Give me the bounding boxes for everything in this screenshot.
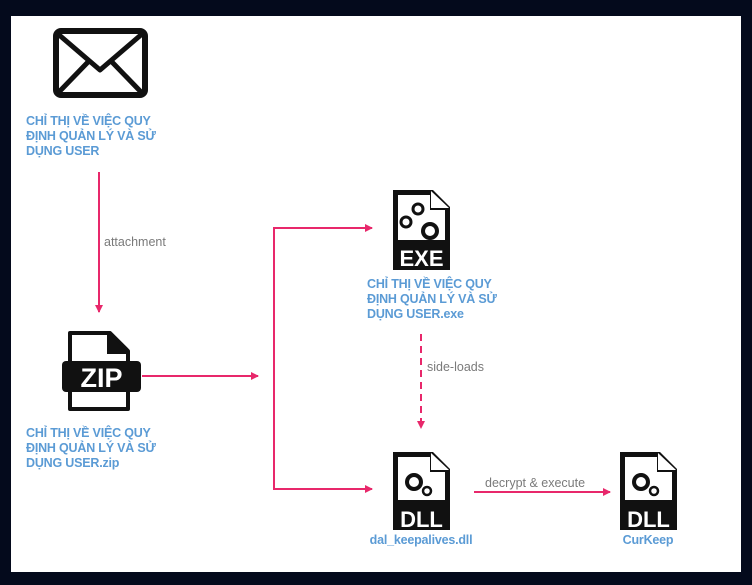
exe-label: CHỈ THỊ VỀ VIỆC QUY ĐỊNH QUẢN LÝ VÀ SỬ D… bbox=[367, 277, 497, 322]
envelope-icon bbox=[53, 28, 148, 98]
label-line: CHỈ THỊ VỀ VIỆC QUY bbox=[26, 426, 151, 440]
zip-label: CHỈ THỊ VỀ VIỆC QUY ĐỊNH QUẢN LÝ VÀ SỬ D… bbox=[26, 426, 156, 471]
zip-icon-text: ZIP bbox=[80, 363, 122, 393]
label-line: CurKeep bbox=[622, 533, 674, 547]
label-line: ĐỊNH QUẢN LÝ VÀ SỬ bbox=[26, 441, 156, 455]
label-line: ĐỊNH QUẢN LÝ VÀ SỬ bbox=[26, 129, 156, 143]
label-line: CHỈ THỊ VỀ VIỆC QUY bbox=[26, 114, 151, 128]
label-line: ĐỊNH QUẢN LÝ VÀ SỬ bbox=[367, 292, 497, 306]
edge-label-side-loads: side-loads bbox=[427, 360, 484, 374]
label-line: DỤNG USER bbox=[26, 144, 100, 158]
label-line: DỤNG USER.zip bbox=[26, 456, 120, 470]
curkeep-dll-file-icon: DLL bbox=[620, 452, 677, 532]
zip-file-icon: ZIP bbox=[62, 331, 141, 411]
label-line: DỤNG USER.exe bbox=[367, 307, 464, 321]
email-label: CHỈ THỊ VỀ VIỆC QUY ĐỊNH QUẢN LÝ VÀ SỬ D… bbox=[26, 114, 156, 159]
dll-file-icon: DLL bbox=[393, 452, 450, 532]
label-line: CHỈ THỊ VỀ VIỆC QUY bbox=[367, 277, 492, 291]
dll-icon-text: DLL bbox=[400, 507, 443, 532]
curkeep-label: CurKeep bbox=[608, 533, 688, 548]
curkeep-icon-text: DLL bbox=[627, 507, 670, 532]
exe-file-icon: EXE bbox=[393, 190, 450, 271]
label-line: dal_keepalives.dll bbox=[369, 533, 473, 547]
exe-icon-text: EXE bbox=[399, 246, 443, 271]
diagram-canvas bbox=[11, 16, 741, 572]
dll-label: dal_keepalives.dll bbox=[361, 533, 481, 548]
edge-label-decrypt-execute: decrypt & execute bbox=[485, 476, 586, 490]
edge-label-attachment: attachment bbox=[104, 235, 166, 249]
